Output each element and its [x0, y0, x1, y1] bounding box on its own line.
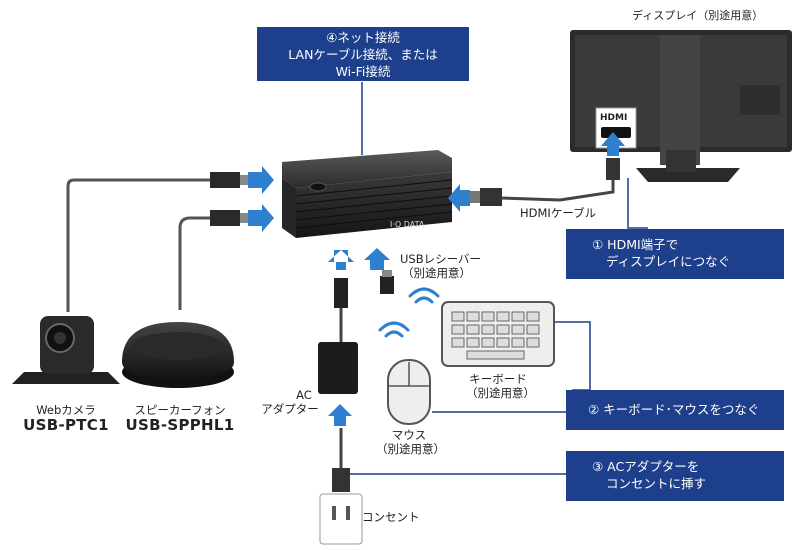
ac-adapter-label-line1: AC: [296, 388, 312, 402]
usb-receiver: [380, 270, 394, 294]
mouse: [387, 359, 431, 425]
callout-keyboard-mouse: ② キーボード･マウスをつなぐ: [566, 390, 784, 430]
callout-network-line1: ④ネット接続: [326, 30, 400, 45]
wireless-icon: [378, 287, 440, 338]
webcam-label-line1: Webカメラ: [36, 403, 96, 417]
mouse-label-line1: マウス: [391, 428, 427, 442]
ac-adapter: [318, 278, 358, 492]
hdmi-port-label: HDMI: [600, 113, 628, 123]
speaker-label-line1: スピーカーフォン: [134, 403, 226, 417]
callout-network: ④ネット接続 LANケーブル接続、または Wi-Fi接続: [257, 27, 469, 81]
callout-ac-line2: コンセントに挿す: [606, 476, 707, 491]
main-unit: [282, 150, 453, 238]
callout-keyboard-mouse-line1: ② キーボード･マウスをつなぐ: [588, 402, 760, 417]
usb-receiver-label-line1: USBレシーバー: [400, 252, 481, 266]
mouse-label-line2: （別途用意）: [376, 442, 445, 456]
hdmi-cable: [470, 158, 620, 206]
connection-arrows: [248, 132, 625, 426]
display-label: ディスプレイ（別途用意）: [632, 9, 764, 22]
webcam-label-line2: USB-PTC1: [23, 416, 109, 434]
usb-receiver-label-line2: （別途用意）: [402, 266, 471, 280]
speaker-usb-cable: [178, 210, 250, 310]
callout-network-line2: LANケーブル接続、または: [288, 47, 438, 62]
callout-hdmi: ① HDMI端子で ディスプレイにつなぐ: [566, 229, 784, 279]
webcam: [12, 316, 120, 384]
callout-hdmi-line2: ディスプレイにつなぐ: [606, 254, 731, 269]
webcam-usb-cable: [66, 172, 250, 312]
callout-ac-line1: ③ ACアダプターを: [592, 459, 700, 474]
outlet-label: コンセント: [362, 510, 420, 524]
brand-label: I·O DATA: [390, 220, 425, 229]
speaker-label-line2: USB-SPPHL1: [125, 416, 235, 434]
callout-ac: ③ ACアダプターを コンセントに挿す: [566, 451, 784, 501]
keyboard-label-line2: （別途用意）: [466, 386, 535, 400]
hdmi-cable-label: HDMIケーブル: [520, 206, 597, 220]
keyboard: [441, 301, 555, 367]
callout-hdmi-line1: ① HDMI端子で: [592, 237, 679, 252]
display-monitor: [570, 30, 792, 182]
speakerphone: [122, 322, 234, 388]
keyboard-label-line1: キーボード: [469, 372, 527, 386]
wall-outlet: [319, 493, 363, 545]
callout-network-line3: Wi-Fi接続: [335, 64, 391, 79]
ac-adapter-label-line2: アダプター: [261, 402, 319, 416]
